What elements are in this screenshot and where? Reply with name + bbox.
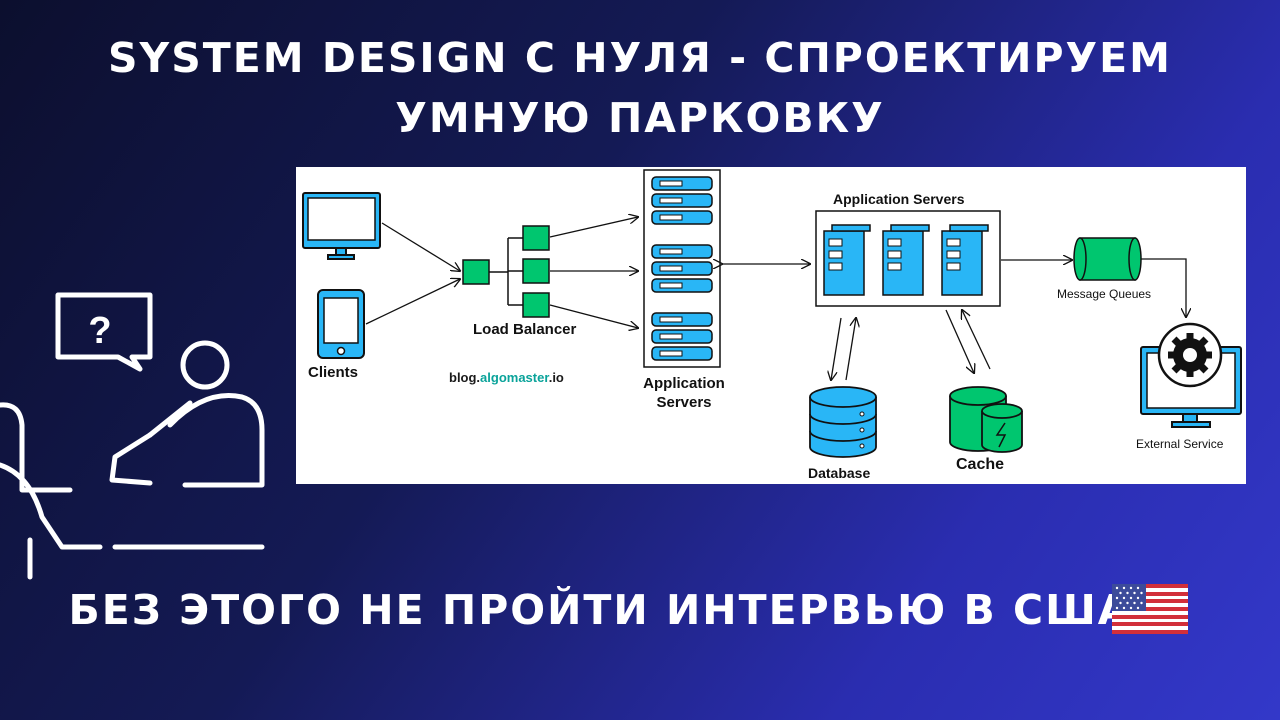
load-balancer-label: Load Balancer <box>473 321 577 338</box>
watermark-brand: algomaster <box>480 370 549 385</box>
gear-icon <box>1157 322 1223 388</box>
flag-us-icon <box>1112 584 1188 634</box>
phone-icon <box>317 289 365 359</box>
bottom-headline: Без этого не пройти интервью в США <box>68 586 1132 634</box>
title-line-2: умную парковку <box>395 94 885 142</box>
message-queues-label: Message Queues <box>1057 287 1152 301</box>
architecture-diagram: Clients Load Balancer blog.algomaster.io… <box>296 167 1246 484</box>
watermark-suffix: .io <box>548 370 564 385</box>
interview-person-icon: ? <box>0 292 265 580</box>
database-icon <box>809 386 877 458</box>
app-servers-group-label: Application Servers <box>833 191 965 207</box>
server-tower-icon <box>823 224 989 296</box>
external-service-label: External Service <box>1136 437 1224 451</box>
watermark: blog.algomaster.io <box>449 370 564 385</box>
question-mark-icon: ? <box>88 310 111 352</box>
watermark-prefix: blog. <box>449 370 481 385</box>
cache-icon <box>949 386 1023 453</box>
monitor-icon <box>302 192 381 260</box>
title-line-1: System Design с нуля - спроектируем <box>108 34 1172 82</box>
database-label: Database <box>808 465 871 481</box>
cache-label: Cache <box>956 456 1005 473</box>
load-balancer-icon <box>462 225 550 318</box>
message-queue-icon <box>1073 237 1142 281</box>
app-servers-left-label: Application Servers <box>643 375 725 411</box>
clients-label: Clients <box>308 364 359 381</box>
